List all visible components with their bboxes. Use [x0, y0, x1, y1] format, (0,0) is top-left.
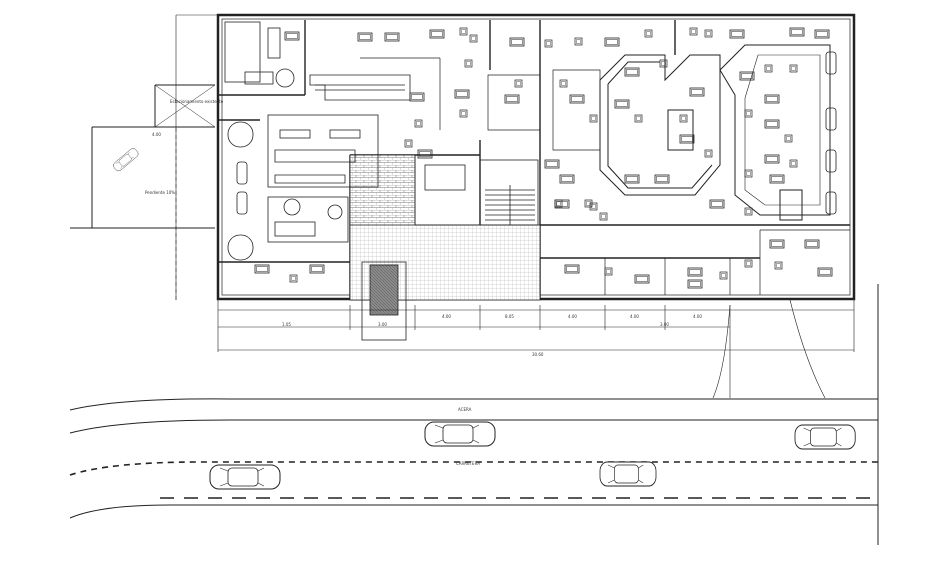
- dim-label-7: 3.00: [660, 322, 669, 327]
- dim-top-left: 4.00: [152, 132, 161, 137]
- stair-core: [414, 154, 539, 226]
- dim-total: 30.60: [532, 352, 544, 357]
- road: [69, 284, 879, 545]
- parking-area: [70, 84, 216, 300]
- dim-label-8: 4.00: [693, 314, 702, 319]
- car-4: [599, 461, 657, 487]
- display-counters: [267, 74, 411, 243]
- dim-label-2: 3.00: [378, 322, 387, 327]
- left-offices: [224, 21, 325, 283]
- dim-label-1: 1.05: [282, 322, 291, 327]
- ramp-note: Pendiente 10%: [145, 190, 175, 195]
- entrance-step: [361, 261, 407, 341]
- entrance-mat: [369, 264, 399, 316]
- parked-car: [111, 146, 140, 173]
- octagon-gallery: [599, 54, 721, 196]
- parking-note: Estacionamiento existente: [170, 99, 224, 104]
- dim-label-4: 8.05: [505, 314, 514, 319]
- dim-label-5: 4.00: [568, 314, 577, 319]
- dim-label-3: 4.00: [442, 314, 451, 319]
- sidewalk-label: ACERA: [458, 407, 472, 412]
- right-gallery: [689, 27, 837, 221]
- road-label: CARRETERA: [456, 461, 480, 466]
- car-2: [794, 424, 856, 450]
- car-3: [209, 464, 281, 490]
- bottom-bays: [539, 199, 850, 295]
- dimension-lines: [217, 299, 855, 399]
- car-1: [424, 421, 496, 447]
- dim-label-6: 4.00: [630, 314, 639, 319]
